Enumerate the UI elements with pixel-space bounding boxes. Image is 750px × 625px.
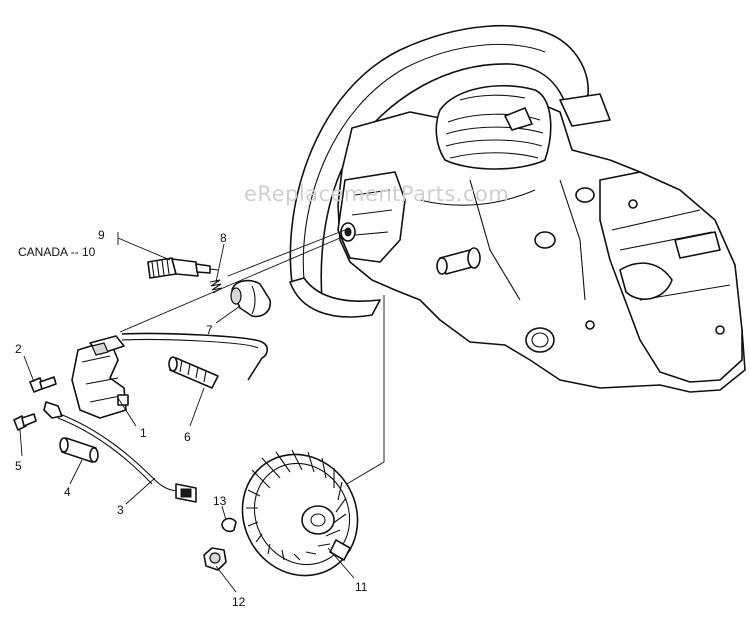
- screw-5: [13, 413, 37, 431]
- spark-plug-spring: [209, 279, 223, 294]
- spark-plug-boot: [230, 279, 272, 318]
- callout-11: 11: [355, 580, 368, 594]
- callout-4: 4: [64, 485, 71, 499]
- callout-1: 1: [140, 426, 147, 440]
- watermark-text: eReplacementParts.com: [244, 182, 509, 206]
- callout-10: CANADA -- 10: [18, 245, 96, 259]
- callout-2: 2: [15, 342, 22, 356]
- callout-6: 6: [184, 430, 191, 444]
- callout-3: 3: [117, 503, 124, 517]
- callout-12: 12: [232, 595, 246, 609]
- wire-sleeve: [59, 437, 99, 463]
- flywheel-nut: [203, 547, 227, 571]
- flywheel: [241, 449, 359, 577]
- chainsaw-engine-body: [337, 84, 746, 393]
- callout-7: 7: [206, 323, 213, 337]
- callout-leaders: [19, 232, 355, 593]
- screw-2: [29, 376, 57, 393]
- callout-9: 9: [98, 228, 105, 242]
- ignition-module: [71, 332, 269, 419]
- assembly-leader-lines: [119, 227, 385, 489]
- callout-5: 5: [15, 459, 22, 473]
- flywheel-key: [221, 517, 237, 533]
- callout-13: 13: [213, 494, 227, 508]
- spark-plug: [147, 257, 219, 279]
- ignition-sleeve: [168, 356, 219, 389]
- short-circuit-wire: [43, 401, 197, 503]
- callout-8: 8: [220, 231, 227, 245]
